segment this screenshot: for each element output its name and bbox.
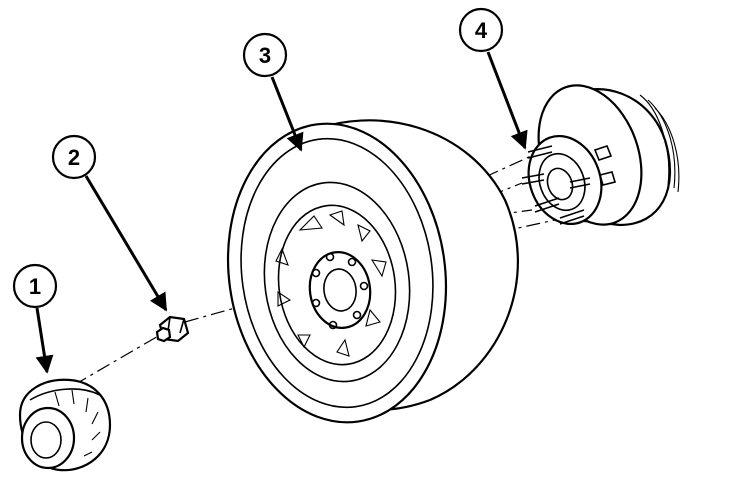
wheel-spokes	[275, 210, 387, 357]
callout-4: 4	[458, 7, 528, 150]
callout-1: 1	[12, 263, 58, 374]
hub-and-rotor	[521, 84, 680, 227]
lug-holes	[311, 252, 369, 330]
callout-2: 2	[51, 134, 168, 312]
callout-label-4: 4	[475, 18, 488, 43]
wheel-studs	[521, 145, 591, 225]
callout-label-1: 1	[29, 274, 41, 299]
callout-label-2: 2	[68, 145, 80, 170]
callout-3: 3	[242, 32, 304, 152]
hub-cap	[18, 378, 112, 472]
lug-nut	[155, 315, 190, 343]
wheel-and-tire	[226, 119, 519, 424]
callout-label-3: 3	[259, 43, 271, 68]
